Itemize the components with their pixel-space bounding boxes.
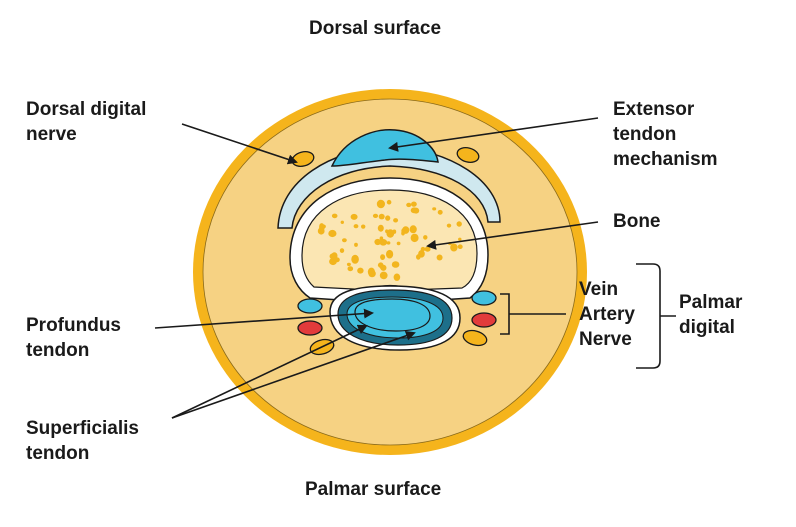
- bracket-large: [636, 263, 676, 369]
- bone-marrow-dot: [411, 201, 417, 207]
- bone-marrow-dot: [376, 199, 385, 209]
- label-extensor-line3: mechanism: [613, 149, 718, 170]
- bone-marrow-dot: [361, 224, 366, 229]
- leader-profundus: [154, 308, 374, 329]
- label-palmar-digital: Palmar digital: [679, 290, 742, 340]
- bone-marrow-dot: [342, 238, 347, 243]
- bone-marrow-dot: [379, 239, 388, 246]
- label-dorsal-digital-nerve: Dorsal digital nerve: [26, 97, 146, 147]
- profundus-tendon-shape: [354, 298, 431, 332]
- bone-marrow-dot: [367, 267, 375, 276]
- artery-right: [471, 312, 497, 328]
- bone-marrow-dot: [386, 249, 394, 259]
- bone-marrow-dot: [450, 243, 458, 252]
- bone-marrow-dot: [458, 237, 462, 241]
- label-nerve: Nerve: [579, 329, 632, 350]
- bone-marrow-dot: [393, 218, 399, 223]
- bone-marrow-dot: [401, 231, 405, 236]
- leader-superficialis-2: [171, 330, 416, 419]
- bone-marrow-dot: [378, 213, 385, 220]
- label-extensor-tendon: Extensor tendon mechanism: [613, 97, 718, 172]
- bone-marrow-dot: [357, 267, 364, 274]
- bone-marrow-dot: [354, 242, 358, 247]
- bone-marrow-dot: [386, 229, 395, 238]
- label-extensor-line2: tendon: [613, 124, 677, 145]
- bone-marrow-dot: [351, 254, 359, 264]
- label-profundus-line2: tendon: [26, 340, 90, 361]
- leader-extensor: [388, 117, 599, 152]
- bone-marrow-dot: [379, 264, 386, 270]
- leader-dorsal-nerve: [181, 123, 298, 165]
- bone-marrow-dot: [386, 241, 391, 245]
- bone-marrow-dot: [372, 213, 379, 218]
- vein-left: [297, 298, 323, 314]
- bone-marrow-dot: [319, 223, 325, 230]
- bone-marrow-dot: [410, 207, 418, 214]
- bone-marrow-dots: [317, 199, 463, 281]
- label-profundus-tendon: Profundus tendon: [26, 313, 121, 363]
- bone-marrow-dot: [424, 246, 431, 252]
- bracket-small: [500, 293, 566, 335]
- bone-marrow-dot: [385, 215, 391, 221]
- bone-marrow-dot: [374, 238, 382, 246]
- bone-marrow-dot: [353, 224, 359, 229]
- label-profundus-line1: Profundus: [26, 315, 121, 336]
- label-bone: Bone: [613, 211, 661, 232]
- bone-marrow-dot: [418, 250, 425, 258]
- bone-marrow-dot: [393, 273, 401, 281]
- vein-right: [471, 290, 497, 306]
- bone-marrow-dot: [404, 227, 409, 231]
- dorsal-nerve-right: [456, 147, 480, 163]
- nerve-right: [462, 329, 488, 347]
- dorsal-surface-title: Dorsal surface: [309, 18, 442, 39]
- bone-marrow-dot: [437, 209, 443, 215]
- bone-marrow-dot: [339, 248, 345, 254]
- bone-marrow-dot: [409, 225, 417, 234]
- bone-marrow-dot: [406, 202, 412, 208]
- bone-marrow-dot: [380, 254, 386, 260]
- leader-superficialis-1: [171, 324, 368, 419]
- label-dorsal-digital-nerve-line1: Dorsal digital: [26, 99, 147, 120]
- label-superficialis-tendon: Superficialis tendon: [26, 416, 139, 466]
- bone-marrow-dot: [436, 254, 443, 261]
- bone-marrow-dot: [347, 266, 354, 272]
- bone-marrow-dot: [386, 199, 392, 205]
- bone-marrow-dot: [379, 271, 388, 280]
- bone-marrow-dot: [340, 220, 344, 224]
- bone-marrow-dot: [432, 207, 437, 211]
- label-superficialis-line2: tendon: [26, 443, 90, 464]
- bone-marrow-dot: [457, 244, 463, 249]
- label-palmar-digital-line2: digital: [679, 317, 735, 338]
- label-extensor-line1: Extensor: [613, 99, 695, 120]
- label-dorsal-digital-nerve-line2: nerve: [26, 124, 77, 145]
- palmar-surface-title: Palmar surface: [305, 479, 442, 500]
- label-superficialis-line1: Superficialis: [26, 418, 139, 439]
- bone-marrow-dot: [410, 233, 419, 243]
- bone-marrow-dot: [331, 252, 338, 260]
- bone-marrow-dot: [350, 213, 358, 220]
- bone-marrow-dot: [329, 257, 337, 266]
- label-palmar-digital-line1: Palmar: [679, 292, 743, 313]
- bone-marrow-dot: [423, 235, 428, 240]
- bone-marrow-dot: [328, 229, 337, 238]
- leader-bone: [426, 221, 599, 250]
- bone-marrow-dot: [346, 262, 351, 267]
- bone-marrow-dot: [446, 223, 452, 228]
- extensor-tendon: [330, 129, 439, 167]
- bone-marrow-dot: [456, 221, 462, 227]
- label-vein: Vein: [579, 279, 619, 300]
- bone-marrow-dot: [377, 224, 384, 232]
- bone-marrow-dot: [391, 261, 400, 268]
- bone-marrow-dot: [420, 246, 426, 252]
- bone-marrow-dot: [396, 241, 401, 246]
- bone-marrow-dot: [331, 213, 338, 219]
- label-artery: Artery: [579, 304, 635, 325]
- artery-left: [297, 320, 323, 336]
- bone: [301, 189, 478, 291]
- label-vessels: Vein Artery Nerve: [579, 277, 635, 352]
